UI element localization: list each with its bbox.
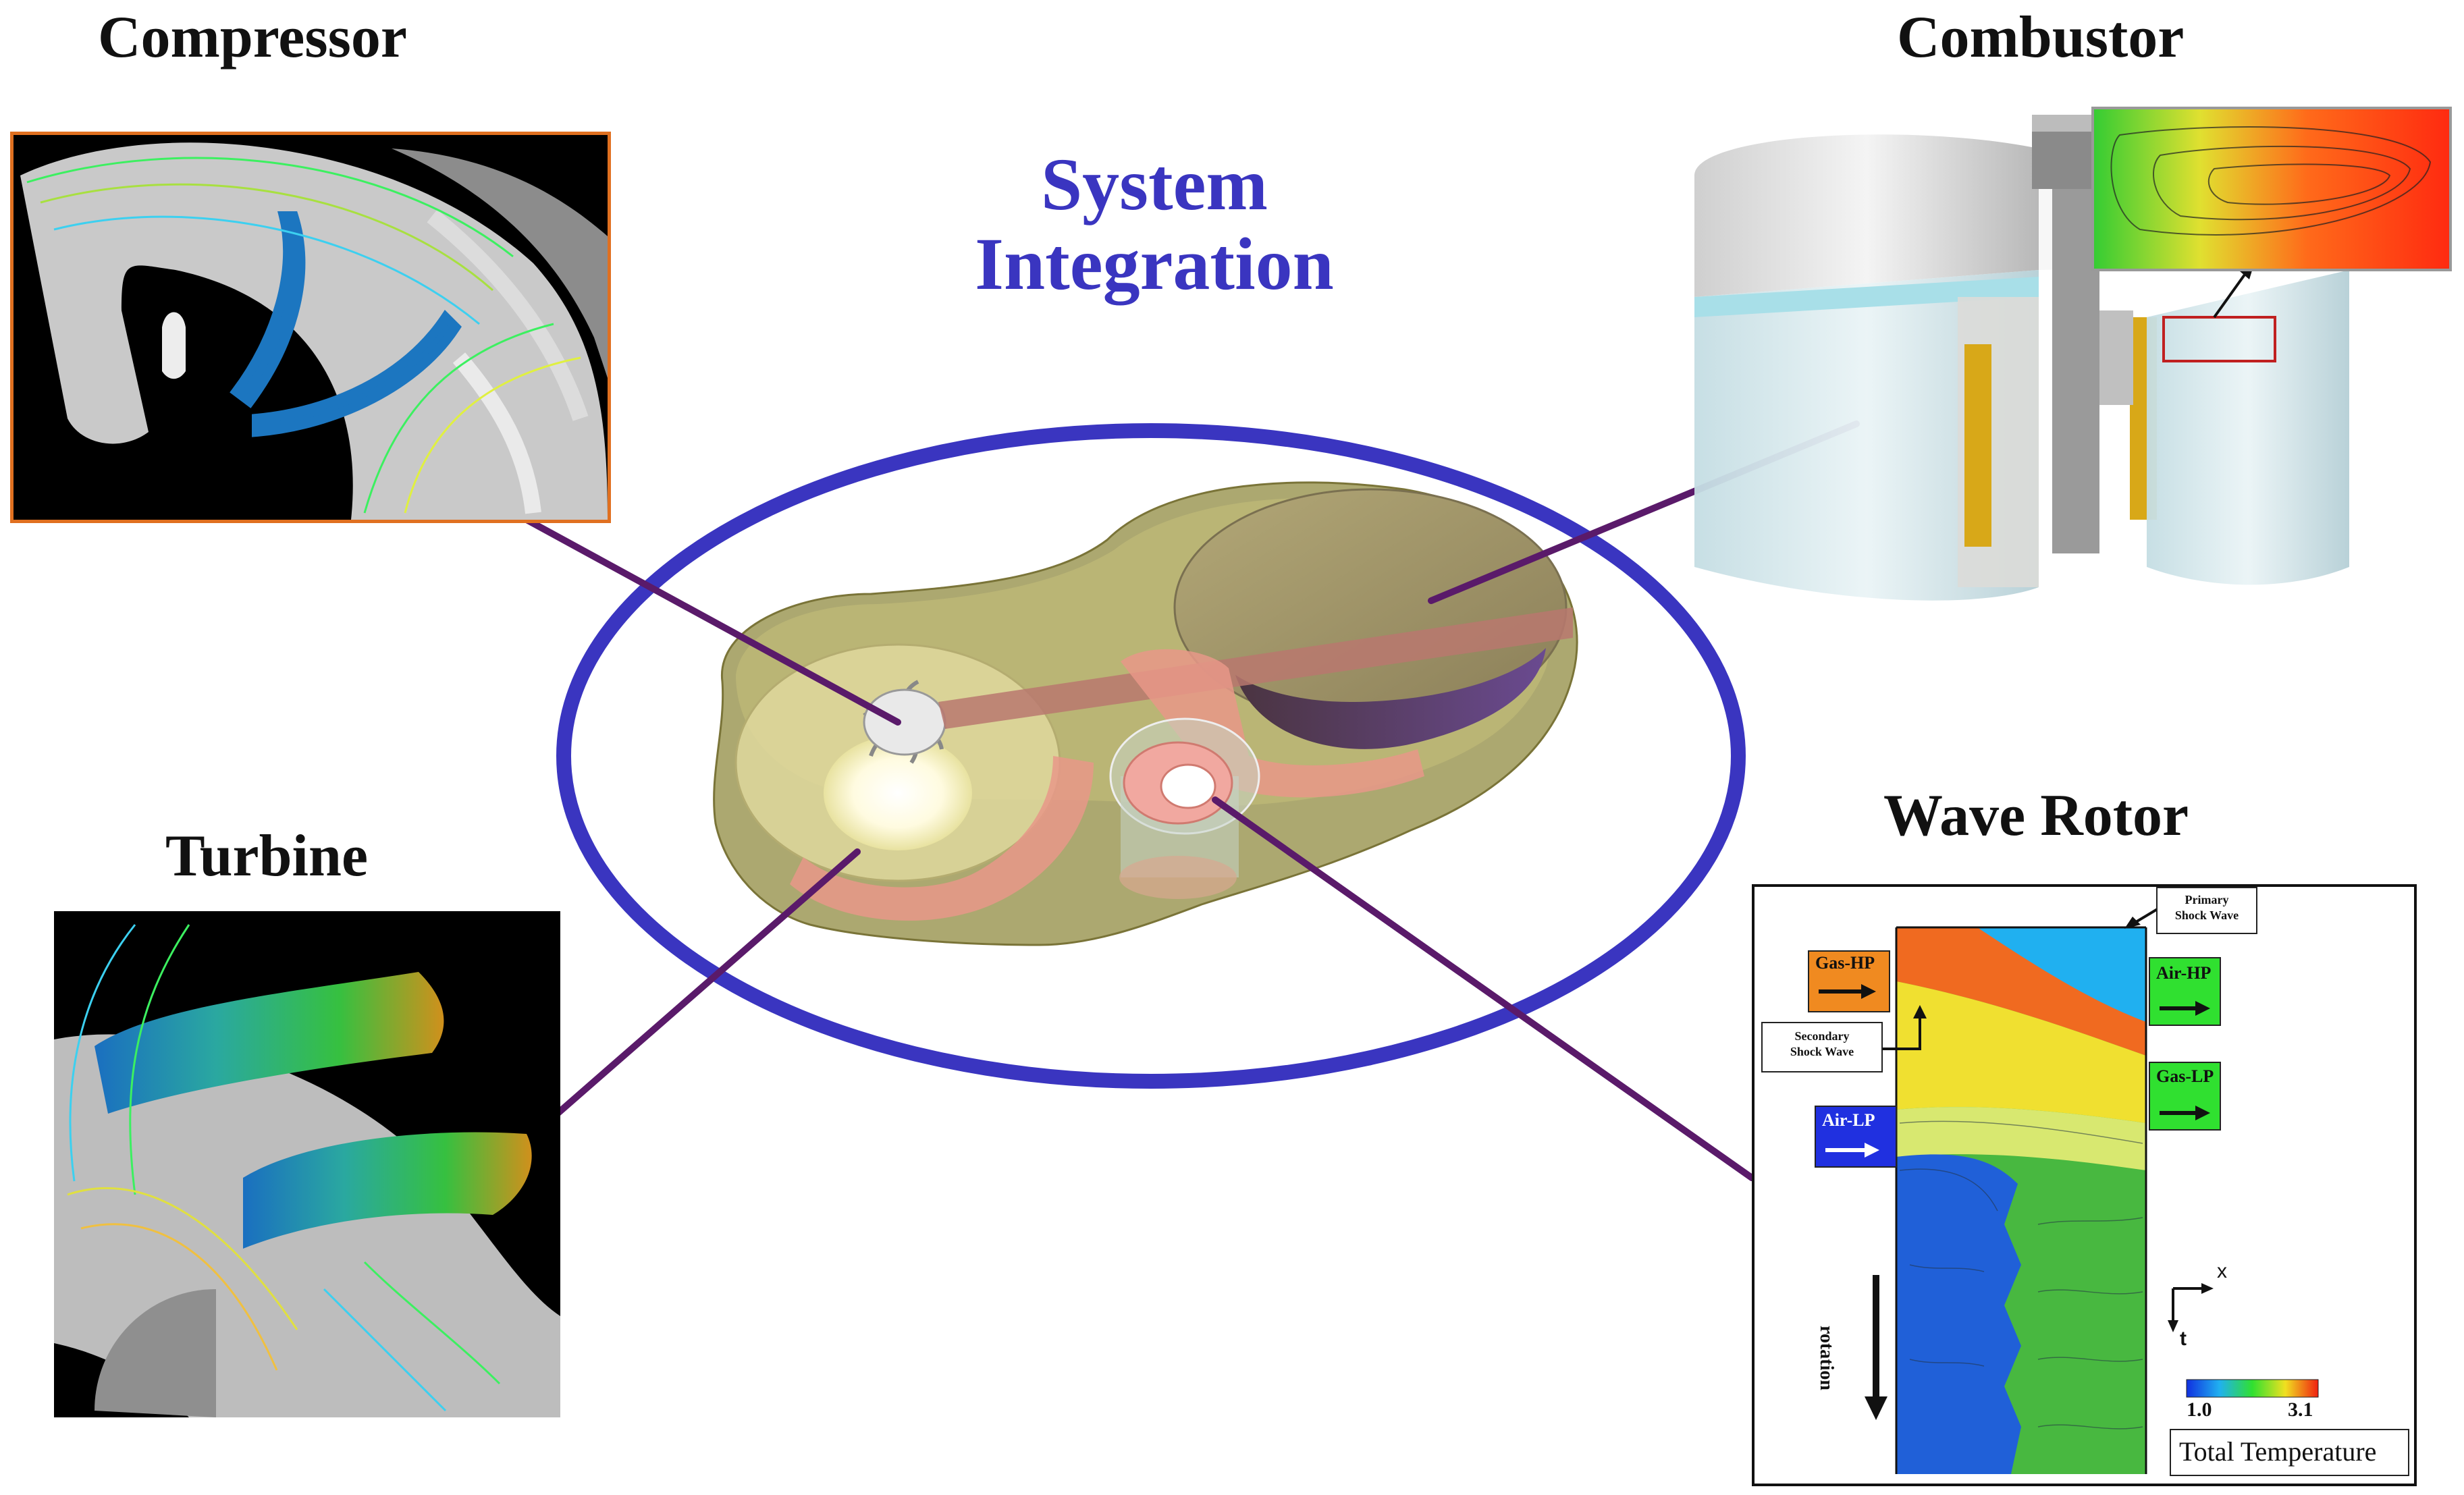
compressor-blade-1 [230, 211, 306, 408]
air-hp-label: Air-HP [2156, 963, 2212, 983]
colorbar-title-box: Total Temperature [2170, 1429, 2409, 1476]
wave-rotor-contour-plot [1808, 904, 2319, 1474]
contour-isolines [1899, 1120, 2143, 1430]
combustor-illustration [1694, 107, 2452, 601]
combustor-upper-casing [1694, 134, 2039, 297]
transition-duct [1121, 649, 1424, 798]
compressor-impeller-render [20, 142, 608, 520]
turbine-blade-1 [95, 972, 444, 1114]
combustor-temperature-inset [2091, 107, 2452, 271]
air-lp-label: Air-LP [1822, 1110, 1875, 1130]
compressor-streamlines [26, 157, 581, 514]
compressor-blade-shroud [392, 148, 608, 378]
axis-t-label: t [2180, 1328, 2187, 1350]
compressor-blade-2 [252, 310, 462, 437]
turbine-blade-2 [243, 1132, 532, 1249]
combustor-isotherms [2110, 126, 2432, 236]
combustor-zoom-arrow [2213, 269, 2249, 319]
compressor-panel [10, 132, 611, 523]
turbine-render [54, 924, 560, 1417]
colorbar-title: Total Temperature [2179, 1436, 2377, 1467]
combustor-probe-zone [2162, 316, 2276, 362]
gas-hp-port [1808, 950, 1890, 1012]
air-lp-port [1815, 1106, 1897, 1168]
port-flow-arrows [1819, 984, 2210, 1158]
rotation-label: rotation [1816, 1326, 1837, 1390]
primary-shock-line1: Primary [2185, 893, 2229, 906]
crossover-duct [938, 607, 1573, 729]
title-line-2: Integration [975, 222, 1334, 305]
connector-lines [464, 420, 1860, 1181]
contour-light-band [1896, 1107, 2146, 1170]
compressor-blade-4 [452, 352, 541, 514]
compressor-eye-glow [824, 736, 972, 850]
scroll-duct [790, 756, 1094, 921]
gas-lp-port [2149, 1062, 2221, 1131]
secondary-shock-leader [1883, 1015, 1921, 1050]
primary-shock-wave [1977, 927, 2146, 1022]
colorbar-min-label: 1.0 [2187, 1398, 2212, 1421]
title-line-1: System [1040, 143, 1268, 225]
impeller-hub [863, 688, 946, 756]
xt-axes [2172, 1287, 2207, 1326]
turbine-streamlines [67, 924, 501, 1412]
contour-yellow-band [1896, 981, 2146, 1123]
compressor-spinner [162, 312, 186, 379]
combustor-liner [1694, 270, 2039, 601]
combustor-heading: Combustor [1897, 5, 2185, 70]
gas-lp-label: Gas-LP [2156, 1066, 2214, 1086]
secondary-shock-callout: Secondary Shock Wave [1761, 1022, 1883, 1072]
combustor-gold-plate-left [1964, 344, 1991, 547]
combustor-cavity [1235, 648, 1546, 749]
compressor-blade-3 [427, 209, 589, 421]
wave-rotor-heading: Wave Rotor [1883, 783, 2189, 848]
turbine-endwall [95, 1289, 216, 1417]
combustor-outer-wall [2147, 270, 2349, 585]
wave-rotor-panel: Gas-HP Air-HP Gas-LP Air-LP Primary Shoc… [1752, 884, 2417, 1486]
turbine-heading: Turbine [165, 823, 369, 889]
colorbar-max-label: 3.1 [2288, 1398, 2313, 1421]
axis-x-label: x [2217, 1260, 2227, 1282]
secondary-shock-line1: Secondary [1794, 1029, 1850, 1043]
secondary-shock-line2: Shock Wave [1790, 1044, 1854, 1058]
connector-wave-rotor [1212, 796, 1755, 1181]
connector-compressor [464, 484, 901, 726]
connector-turbine [540, 848, 861, 1129]
temperature-colorbar [2186, 1379, 2319, 1398]
primary-shock-callout: Primary Shock Wave [2156, 887, 2257, 934]
turbine-panel [54, 911, 560, 1417]
primary-shock-line2: Shock Wave [2174, 908, 2239, 922]
gas-hp-label: Gas-HP [1815, 953, 1875, 973]
system-integration-title: System Integration [878, 143, 1431, 305]
compressor-heading: Compressor [98, 5, 407, 70]
system-boundary-ellipse [556, 423, 1746, 1089]
air-hp-port [2149, 957, 2221, 1026]
contour-cold-region [1896, 1154, 2021, 1474]
